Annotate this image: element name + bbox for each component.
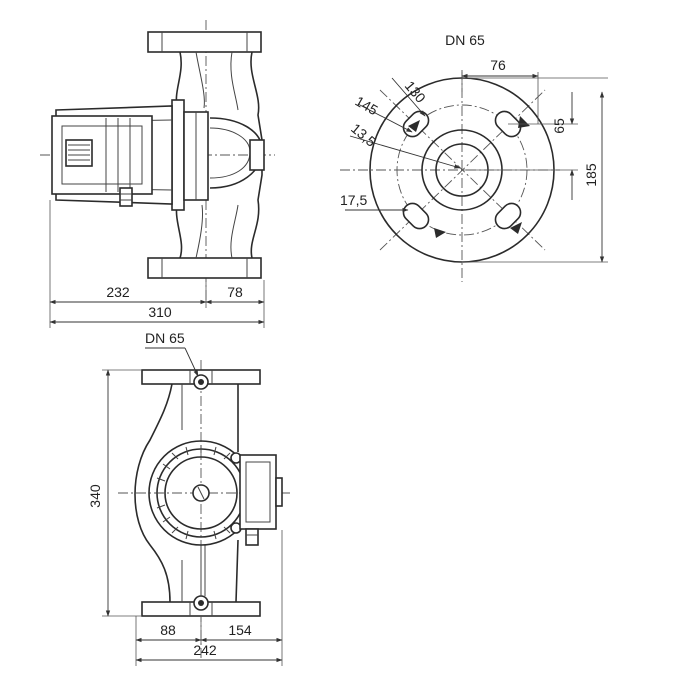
flange-dim-130: 130	[402, 78, 429, 106]
front-view-terminal-box	[239, 454, 277, 530]
flange-dim-17-5: 17,5	[340, 192, 367, 208]
flange-view-title: DN 65	[445, 32, 485, 48]
side-view-top-flange	[147, 31, 262, 53]
flange-dim-76-label: 76	[490, 57, 506, 73]
front-view-fins	[155, 445, 231, 540]
side-view-dim-total-label: 310	[148, 304, 172, 320]
front-view: DN 65 340 88 154 242	[87, 330, 290, 666]
front-view-cable-gland	[245, 528, 259, 546]
flange-dim-65-label: 65	[551, 118, 567, 134]
side-view-motor-flange	[171, 99, 185, 211]
side-view-dim-right-label: 78	[227, 284, 243, 300]
side-view: 232 78 310	[40, 20, 275, 328]
side-view-bottom-flange	[147, 257, 262, 279]
side-view-dim-left-label: 232	[106, 284, 130, 300]
leader-13-5	[349, 135, 461, 169]
bolt-slot-bottom-left	[402, 202, 430, 230]
flange-dim-185-label: 185	[583, 163, 599, 187]
side-view-grille	[65, 139, 93, 167]
flange-view: DN 65 130 145 1	[340, 32, 608, 282]
side-view-cable-gland	[119, 187, 133, 207]
front-view-port-label: DN 65	[145, 330, 185, 346]
front-view-dim-left-label: 88	[160, 622, 176, 638]
leader-130	[391, 77, 426, 117]
leader-145	[357, 103, 413, 133]
front-view-dim-right-label: 154	[228, 622, 252, 638]
flange-dim-145: 145	[353, 93, 381, 119]
front-view-port-leader	[184, 347, 199, 377]
flange-dim-13-5: 13,5	[348, 120, 379, 150]
bolt-slot-bottom-right	[494, 202, 522, 230]
front-view-dim-height-label: 340	[87, 484, 103, 508]
front-view-housing	[134, 383, 239, 603]
front-view-dim-total-label: 242	[193, 642, 217, 658]
